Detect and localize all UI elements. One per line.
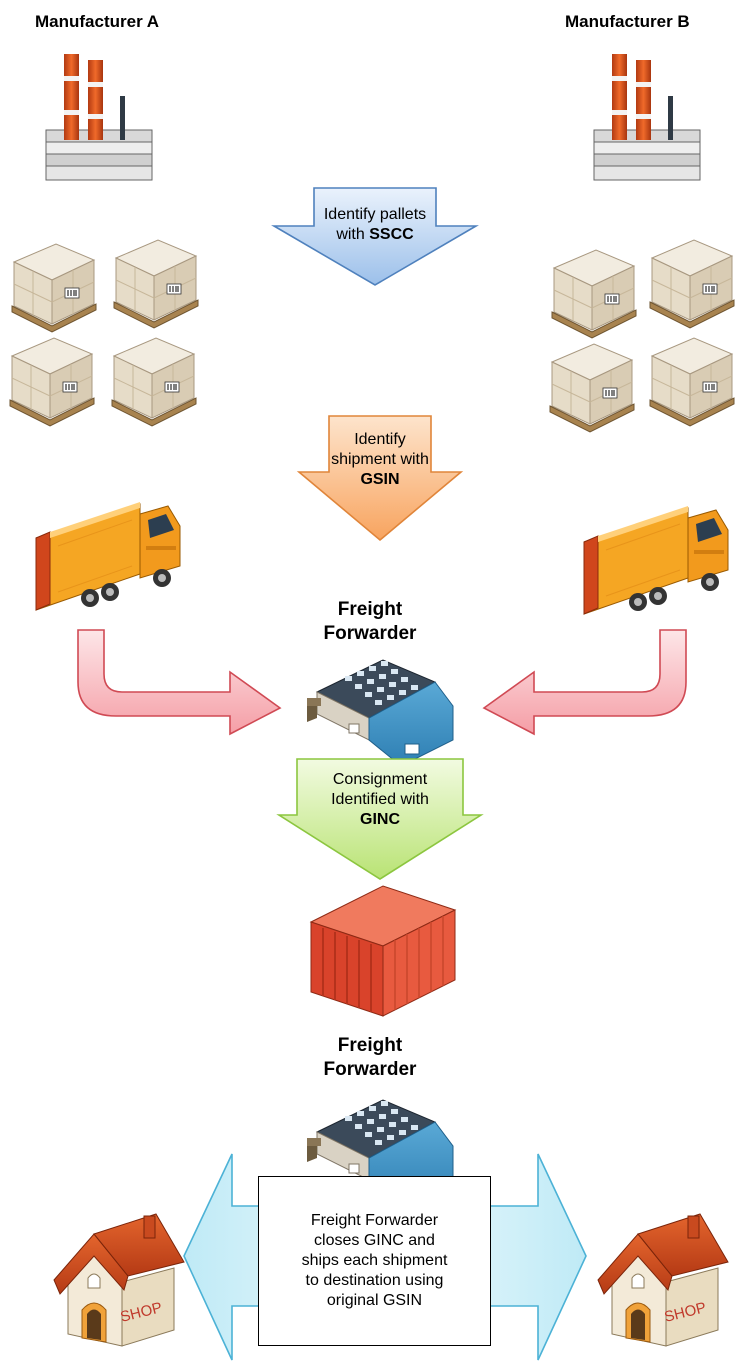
merge-arrow-right [482, 629, 687, 736]
gsin-label: Identify shipment with GSIN [331, 431, 429, 488]
final-note-line: to destination using [305, 1272, 444, 1289]
final-note-box: Freight Forwarder closes GINC and ships … [258, 1176, 491, 1346]
freight-forwarder-label-2: Freight Forwarder [323, 1035, 417, 1080]
final-note-line: original GSIN [326, 1292, 423, 1309]
ginc-code: GINC [360, 811, 400, 828]
final-note-line: ships each shipment [301, 1252, 448, 1269]
pallet-icon [11, 243, 97, 333]
shop-right-icon: SHOP [592, 1206, 732, 1352]
pallet-icon [649, 337, 735, 427]
merge-arrow-left [77, 629, 282, 736]
shipping-container-icon [310, 885, 456, 1017]
pallet-icon [111, 337, 197, 427]
factory-a-icon [45, 53, 153, 181]
sscc-label: Identify pallets with SSCC [323, 206, 427, 243]
manufacturer-a-label: Manufacturer A [35, 12, 160, 31]
truck-a-icon [35, 501, 181, 611]
factory-b-icon [593, 53, 701, 181]
pallet-icon [549, 343, 635, 433]
ginc-label: Consignment Identified with GINC [331, 771, 429, 828]
freight-forwarder-warehouse-icon [306, 659, 454, 767]
shop-left-icon: SHOP [48, 1206, 188, 1352]
ginc-arrow [276, 758, 484, 880]
pallet-icon [649, 239, 735, 329]
pallet-icon [551, 249, 637, 339]
pallet-icon [113, 239, 199, 329]
manufacturer-b-label: Manufacturer B [565, 12, 690, 31]
sscc-arrow [271, 187, 479, 286]
pallet-icon [9, 337, 95, 427]
gsin-arrow [296, 415, 464, 542]
gsin-code: GSIN [360, 471, 400, 488]
sscc-code: SSCC [369, 226, 414, 243]
final-note-line: Freight Forwarder [310, 1212, 439, 1229]
truck-b-icon [583, 505, 729, 615]
final-note-line: closes GINC and [314, 1232, 435, 1249]
freight-forwarder-label-1: Freight Forwarder [323, 599, 417, 644]
